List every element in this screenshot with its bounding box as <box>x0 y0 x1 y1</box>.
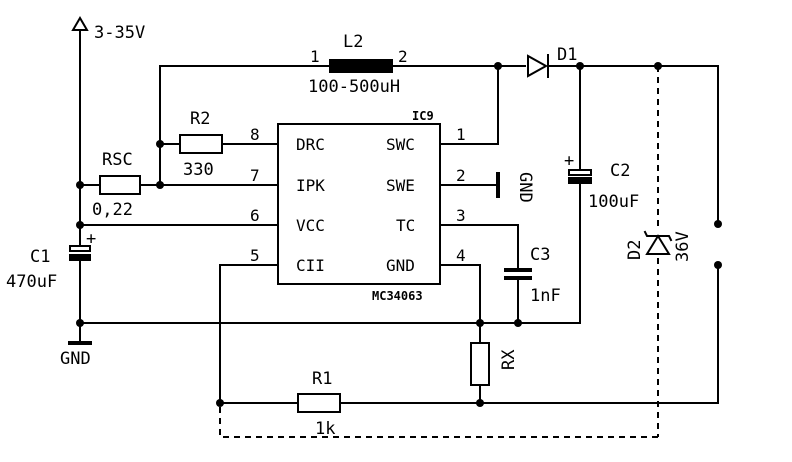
ic-pin-7-name: IPK <box>296 176 325 195</box>
r2-name: R2 <box>190 109 210 129</box>
c2-name: C2 <box>610 161 630 181</box>
ic-pin-7-num: 7 <box>250 166 260 185</box>
ic-pin-4-num: 4 <box>456 246 466 265</box>
resistor-r1 <box>297 393 341 413</box>
ic-pin-5-num: 5 <box>250 246 260 265</box>
l2-name: L2 <box>343 32 363 52</box>
diode-d1-icon <box>527 54 549 78</box>
ic-pin-2-name: SWE <box>386 176 415 195</box>
ground-label: GND <box>60 349 91 369</box>
rsc-value: 0,22 <box>92 200 133 220</box>
capacitor-c3-icon <box>504 268 532 280</box>
swe-ground-label: GND <box>515 172 535 203</box>
d1-name: D1 <box>557 45 577 65</box>
rx-name: RX <box>499 349 519 370</box>
c3-value: 1nF <box>530 286 561 306</box>
inductor-l2 <box>329 59 393 73</box>
r1-name: R1 <box>312 369 332 389</box>
capacitor-c1-icon <box>69 245 91 261</box>
supply-arrow-icon <box>71 16 89 31</box>
c3-name: C3 <box>530 245 550 265</box>
wires <box>79 29 719 404</box>
r1-value: 1k <box>315 419 335 439</box>
d2-value: 36V <box>673 231 693 262</box>
resistor-rsc <box>99 175 141 195</box>
capacitor-c2-icon <box>568 169 592 184</box>
resistor-rx <box>470 342 490 386</box>
resistor-r2 <box>179 134 223 154</box>
zener-diode-d2-icon <box>643 230 673 255</box>
c1-name: C1 <box>30 247 50 267</box>
output-terminal-plus[interactable] <box>714 220 722 228</box>
c1-polarity: + <box>86 229 96 249</box>
c2-polarity: + <box>564 151 574 171</box>
supply-label: 3-35V <box>94 23 145 43</box>
ic-pin-2-num: 2 <box>456 166 466 185</box>
ic-pin-1-num: 1 <box>456 125 466 144</box>
c2-value: 100uF <box>588 192 639 212</box>
c1-value: 470uF <box>6 272 57 292</box>
r2-value: 330 <box>183 160 214 180</box>
ic-pin-3-num: 3 <box>456 206 466 225</box>
ic-pin-5-name: CII <box>296 256 325 275</box>
d2-name: D2 <box>625 240 645 260</box>
junctions <box>76 62 662 407</box>
ic-pin-6-num: 6 <box>250 206 260 225</box>
ic-mc34063-body <box>277 123 441 285</box>
ic-pin-1-name: SWC <box>386 135 415 154</box>
d2-dashed-path <box>219 66 659 438</box>
output-terminal-minus[interactable] <box>714 261 722 269</box>
l2-pin1: 1 <box>310 47 320 66</box>
ic-pin-8-name: DRC <box>296 135 325 154</box>
ic-pin-6-name: VCC <box>296 216 325 235</box>
ic-part: MC34063 <box>372 289 423 303</box>
ic-pin-3-name: TC <box>396 216 415 235</box>
rsc-name: RSC <box>102 150 133 170</box>
l2-pin2: 2 <box>398 47 408 66</box>
ic-ref: IC9 <box>412 109 434 123</box>
ic-pin-4-name: GND <box>386 256 415 275</box>
l2-value: 100-500uH <box>308 77 400 97</box>
ic-pin-8-num: 8 <box>250 125 260 144</box>
